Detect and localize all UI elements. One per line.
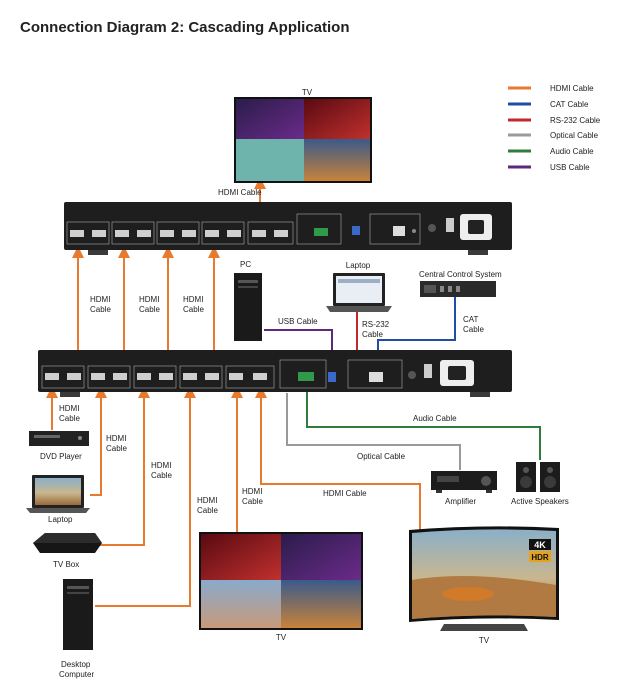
cable-label-cable: Cable xyxy=(183,305,204,314)
cable-label-cable: Cable xyxy=(90,305,111,314)
legend-label: USB Cable xyxy=(550,163,590,172)
matrix-switcher-bottom xyxy=(38,350,512,397)
device-label: PC xyxy=(240,260,251,269)
cable-label-hdmi: HDMI xyxy=(197,496,217,505)
legend-item-cat: CAT Cable xyxy=(508,100,589,109)
device-label: TV Box xyxy=(53,560,79,569)
device-label: TV xyxy=(276,633,287,642)
cable-label-cable: Cable xyxy=(59,414,80,423)
cable-label-cable: Cable xyxy=(463,325,484,334)
legend-label: RS-232 Cable xyxy=(550,116,601,125)
tv-bottom-right: 4K HDR TV xyxy=(409,526,559,645)
cable-label-cable: Cable xyxy=(139,305,160,314)
cable-label-cat: CAT xyxy=(463,315,479,324)
cable-label-hdmi: HDMI Cable xyxy=(323,489,367,498)
tv-bottom-middle: TV xyxy=(199,532,363,642)
device-label: DVD Player xyxy=(40,452,82,461)
tv-box: TV Box xyxy=(33,533,102,569)
legend-label: Audio Cable xyxy=(550,147,594,156)
badge-4k: 4K xyxy=(534,540,546,550)
cable-label-cable: Cable xyxy=(242,497,263,506)
device-label: TV xyxy=(479,636,490,645)
cable-label-cable: Cable xyxy=(362,330,383,339)
legend-label: Optical Cable xyxy=(550,131,599,140)
legend-label: HDMI Cable xyxy=(550,84,594,93)
device-label: Central Control System xyxy=(419,270,502,279)
legend-item-optical: Optical Cable xyxy=(508,131,599,140)
cable-label-hdmi: HDMI xyxy=(242,487,262,496)
cable-label-hdmi: HDMI xyxy=(139,295,159,304)
matrix-switcher-top xyxy=(64,202,512,255)
cable-label-cable: Cable xyxy=(197,506,218,515)
device-label: Amplifier xyxy=(445,497,476,506)
amplifier: Amplifier xyxy=(431,471,497,506)
device-label: TV xyxy=(302,88,313,97)
cable-label-hdmi: HDMI Cable xyxy=(218,188,262,197)
legend-item-hdmi: HDMI Cable xyxy=(508,84,594,93)
cable-label-cable: Cable xyxy=(106,444,127,453)
device-label: Laptop xyxy=(48,515,73,524)
dvd-player: DVD Player xyxy=(29,431,89,461)
cable-label-cable: Cable xyxy=(151,471,172,480)
tv-top: TV xyxy=(234,88,372,183)
page-title: Connection Diagram 2: Cascading Applicat… xyxy=(20,19,350,36)
cable-label-hdmi: HDMI xyxy=(151,461,171,470)
cable-label-usb: USB Cable xyxy=(278,317,318,326)
laptop-top: Laptop xyxy=(326,261,392,312)
cable-label-hdmi: HDMI xyxy=(90,295,110,304)
pc-tower: PC xyxy=(234,260,262,341)
central-control-system: Central Control System xyxy=(419,270,502,297)
cable-label-audio: Audio Cable xyxy=(413,414,457,423)
legend: HDMI Cable CAT Cable RS-232 Cable Optica… xyxy=(508,84,601,172)
laptop-left: Laptop xyxy=(26,475,90,524)
cable-label-optical: Optical Cable xyxy=(357,452,406,461)
legend-item-rs232: RS-232 Cable xyxy=(508,116,601,125)
device-label: Laptop xyxy=(346,261,371,270)
cable-label-hdmi: HDMI xyxy=(106,434,126,443)
device-label: Active Speakers xyxy=(511,497,569,506)
desktop-computer: Desktop Computer xyxy=(59,579,94,679)
cable-label-hdmi: HDMI xyxy=(59,404,79,413)
legend-item-usb: USB Cable xyxy=(508,163,590,172)
legend-item-audio: Audio Cable xyxy=(508,147,594,156)
hdmi-link-labels: HDMI Cable HDMI Cable HDMI Cable xyxy=(90,295,204,314)
badge-hdr: HDR xyxy=(531,553,549,562)
cable-label-hdmi: HDMI xyxy=(183,295,203,304)
active-speakers: Active Speakers xyxy=(511,462,569,506)
cable-label-rs232: RS-232 xyxy=(362,320,390,329)
device-label: Computer xyxy=(59,670,94,679)
legend-label: CAT Cable xyxy=(550,100,589,109)
device-label: Desktop xyxy=(61,660,91,669)
